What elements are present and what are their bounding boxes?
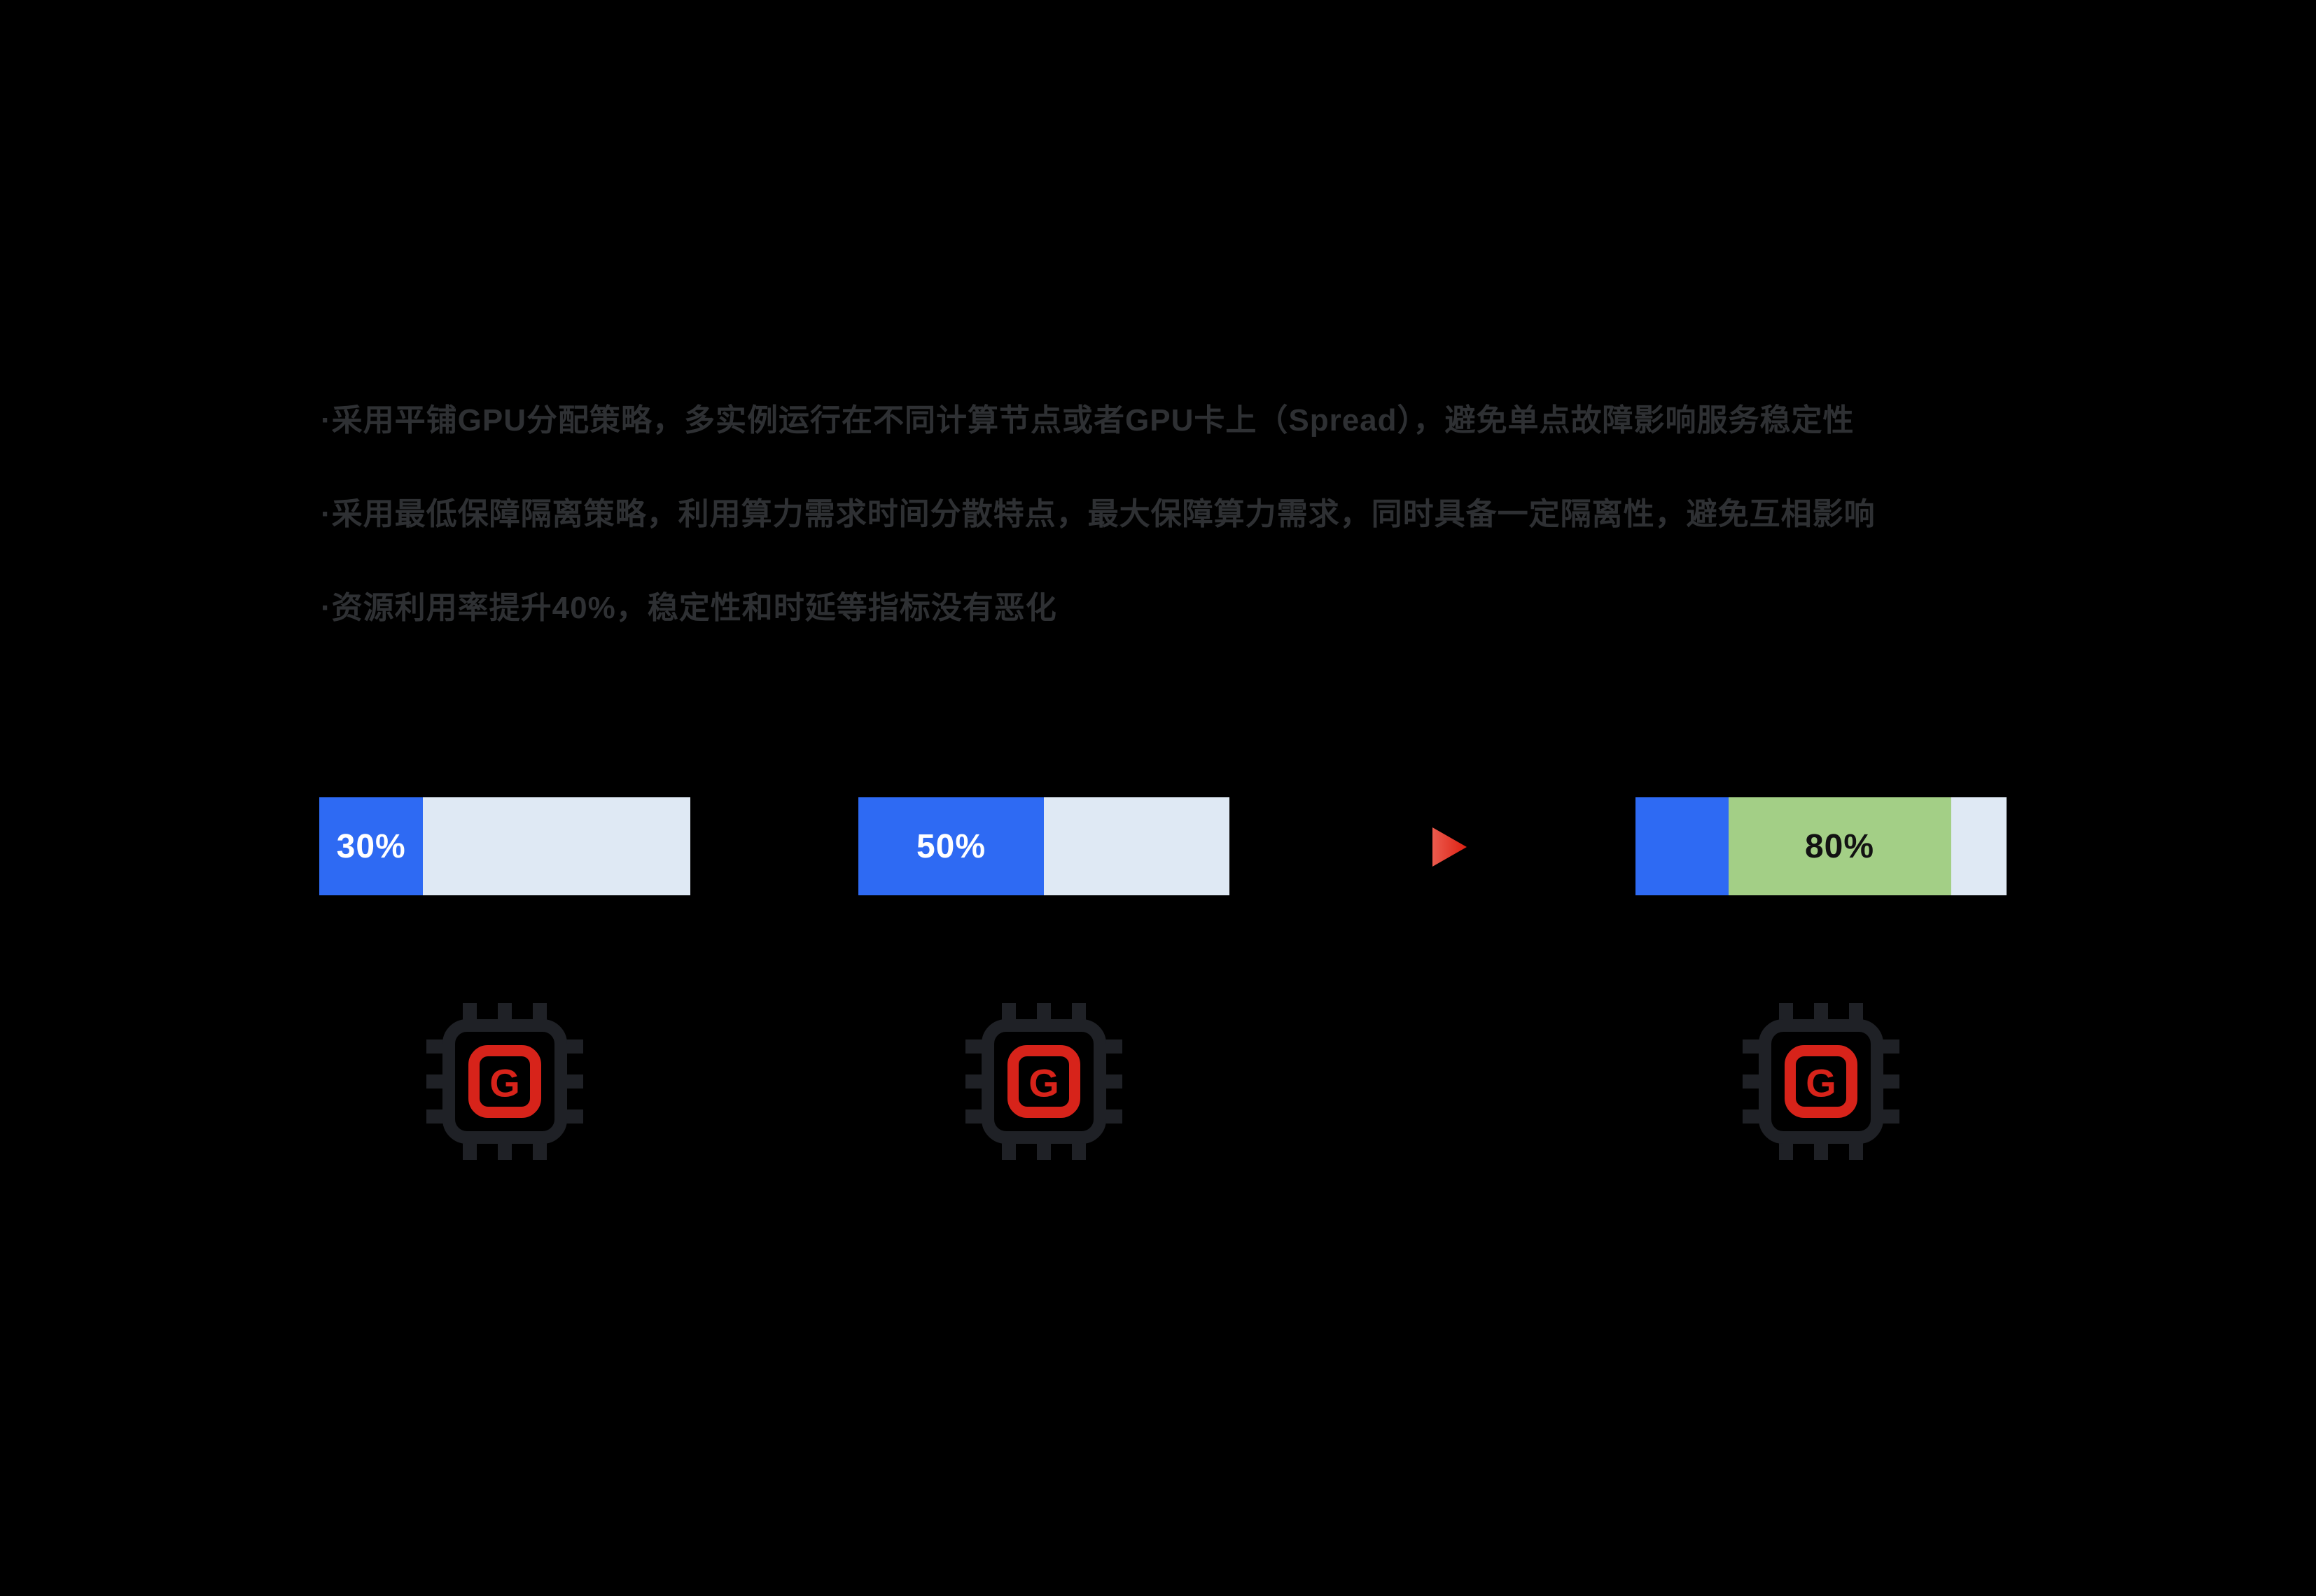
- arrow-head: [1432, 827, 1467, 867]
- utilization-bar-3: 80%: [1635, 797, 2007, 895]
- bar-value-label: 80%: [1804, 827, 1875, 865]
- bar-segment-free: [1951, 797, 2007, 895]
- bullet-item: ·采用平铺GPU分配策略，多实例运行在不同计算节点或者GPU卡上（Spread）…: [321, 403, 1855, 438]
- bullet-item: ·采用最低保障隔离策略，利用算力需求时间分散特点，最大保障算力需求，同时具备一定…: [321, 497, 1876, 531]
- utilization-bar-2: 50%: [858, 797, 1229, 895]
- bar-segment-free: [423, 797, 690, 895]
- bar-segment-used: 50%: [858, 797, 1044, 895]
- bar-segment-gained: 80%: [1728, 797, 1951, 895]
- gpu-chip-icon: G: [965, 1003, 1122, 1160]
- bar-segment-base-used: [1635, 797, 1729, 895]
- chip-inner-frame: [468, 1045, 541, 1118]
- bullet-item: ·资源利用率提升40%，稳定性和时延等指标没有恶化: [321, 591, 1057, 625]
- bar-value-label: 50%: [916, 827, 986, 865]
- gpu-chip-icon: G: [1743, 1003, 1899, 1160]
- bar-segment-free: [1044, 797, 1229, 895]
- bar-segment-used: 30%: [319, 797, 424, 895]
- chip-letter: G: [489, 1061, 520, 1105]
- chip-inner-frame: [1785, 1045, 1857, 1118]
- bar-value-label: 30%: [336, 827, 406, 865]
- gpu-chip-icon: G: [426, 1003, 583, 1160]
- chip-letter: G: [1806, 1061, 1836, 1105]
- bullet-list: ·采用平铺GPU分配策略，多实例运行在不同计算节点或者GPU卡上（Spread）…: [321, 374, 1876, 655]
- chip-inner-frame: [1007, 1045, 1080, 1118]
- improvement-arrow-icon: [1368, 827, 1467, 867]
- chip-letter: G: [1028, 1061, 1059, 1105]
- utilization-bar-1: 30%: [319, 797, 690, 895]
